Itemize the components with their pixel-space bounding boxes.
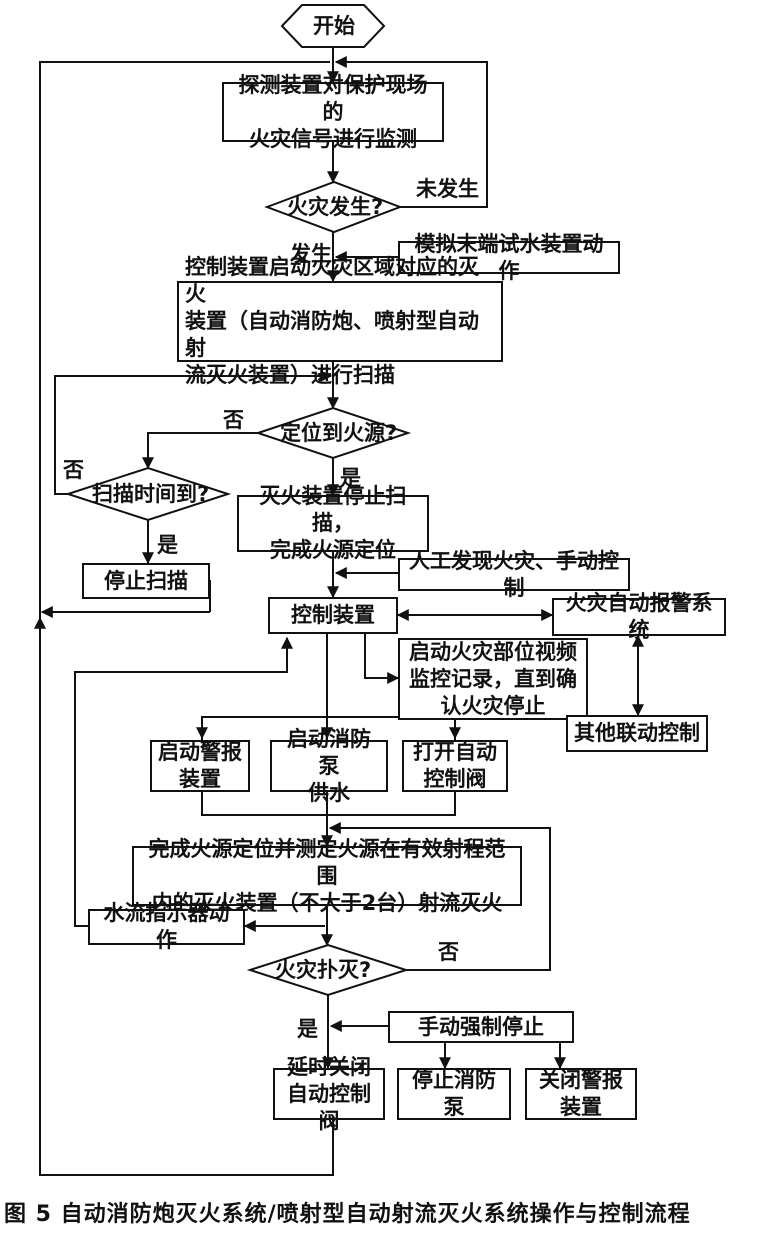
locate-decision-shape — [254, 406, 412, 460]
video-box: 启动火灾部位视频 监控记录，直到确 认火灾停止 — [398, 638, 588, 720]
controller-box: 控制装置 — [268, 597, 398, 634]
start-terminal: 开始 — [313, 14, 355, 38]
manual-box: 人工发现火灾、手动控制 — [398, 549, 630, 600]
alarm-device-box: 启动警报 装置 — [150, 740, 250, 792]
no-extinguished-label: 否 — [438, 940, 459, 964]
scan-time-decision-shape — [64, 466, 232, 522]
pump-box: 启动消防泵 供水 — [270, 727, 388, 805]
not-occurred-label: 未发生 — [416, 177, 479, 201]
fire-occurred-decision: 火灾发生? — [287, 195, 384, 219]
yes-extinguished-label: 是 — [297, 1017, 318, 1041]
stop-scan-locate-box: 灭火装置停止扫描， 完成火源定位 — [237, 484, 429, 562]
extinguished-decision: 火灾扑灭? — [275, 958, 372, 982]
jet-box: 完成火源定位并测定火源在有效射程范围 内的灭火装置（不大于2台）射流灭火 — [132, 837, 522, 915]
flow-indicator-box: 水流指示器动作 — [88, 901, 245, 952]
occurred-label: 发生 — [290, 242, 332, 266]
close-valve-box: 延时关闭 自动控制阀 — [273, 1055, 385, 1133]
scan-box: 控制装置启动火灾区域对应的灭火 装置（自动消防炮、喷射型自动射 流灭火装置）进行… — [177, 255, 503, 387]
manual-stop-box: 手动强制停止 — [388, 1011, 574, 1043]
no-time-label: 否 — [63, 458, 84, 482]
figure-caption: 图 5 自动消防炮灭火系统/喷射型自动射流灭火系统操作与控制流程 — [4, 1202, 691, 1227]
valve-box: 打开自动 控制阀 — [402, 740, 508, 792]
scan-time-decision: 扫描时间到? — [92, 482, 210, 506]
sim-test-box: 模拟末端试水装置动作 — [398, 232, 620, 283]
start-terminal-shape — [280, 4, 386, 48]
alarm-system-box: 火灾自动报警系统 — [552, 591, 726, 642]
other-linkage-box: 其他联动控制 — [566, 715, 708, 752]
stop-pump-box: 停止消防泵 — [397, 1068, 511, 1120]
close-alarm-box: 关闭警报 装置 — [525, 1068, 637, 1120]
yes-time-label: 是 — [157, 533, 178, 557]
monitor-box: 探测装置对保护现场的 火灾信号进行监测 — [222, 73, 444, 151]
locate-decision: 定位到火源? — [280, 421, 398, 445]
yes-locate-label: 是 — [340, 466, 361, 490]
stop-scan-box: 停止扫描 — [82, 563, 210, 599]
no-locate-label: 否 — [223, 408, 244, 432]
